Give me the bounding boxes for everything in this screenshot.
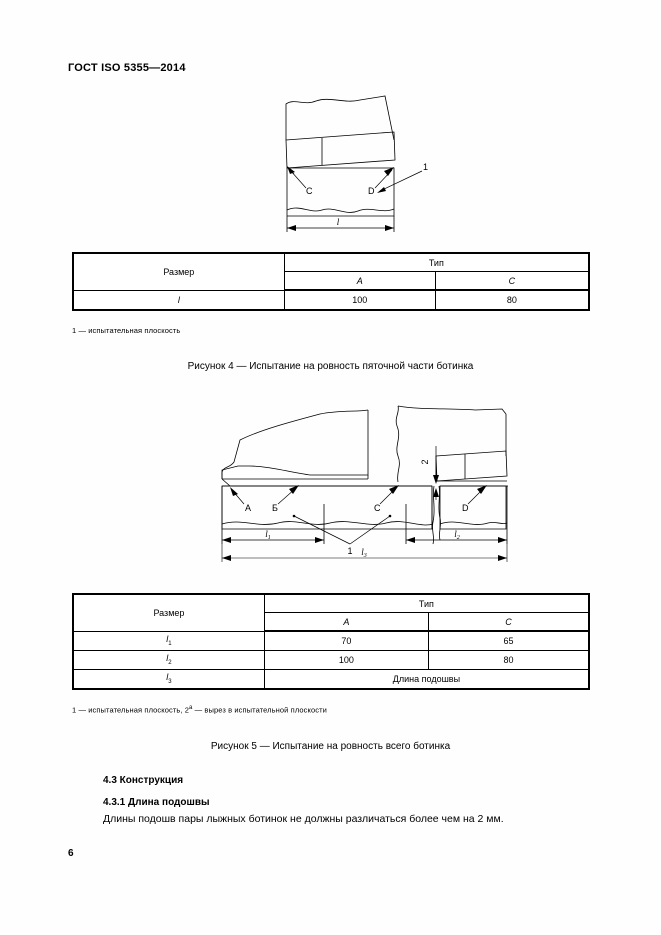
page-header: ГОСТ ISO 5355—2014	[68, 62, 186, 74]
header-type-c: C	[434, 271, 590, 291]
svg-text:D: D	[462, 503, 469, 513]
figure-5-note: 1 — испытательная плоскость, 2a — вырез …	[72, 705, 327, 715]
section-heading-4-3-1: 4.3.1 Длина подошвы	[103, 797, 210, 808]
cell-type-c: 80	[434, 289, 590, 311]
header-type-c: C	[427, 612, 590, 632]
figure-5-caption: Рисунок 5 — Испытание на ровность всего …	[210, 741, 451, 752]
section-body-text: Длины подошв пары лыжных ботинок не долж…	[103, 813, 504, 825]
cell-size: l3	[71, 668, 265, 690]
figure-5-note-main: 1 — испытательная плоскость, 2	[72, 705, 190, 715]
svg-text:Б: Б	[272, 503, 278, 513]
cell-type-a: 100	[263, 649, 429, 670]
cell-type-a: 70	[263, 630, 429, 651]
cell-size: l2	[71, 649, 265, 670]
svg-text:C: C	[374, 503, 381, 513]
svg-text:1: 1	[347, 546, 352, 556]
svg-text:l1: l1	[265, 529, 271, 541]
cell-type-a: 100	[283, 289, 436, 311]
table-row: l2 100 80	[71, 649, 590, 670]
svg-text:1: 1	[423, 162, 428, 172]
header-size: Размер	[71, 252, 285, 291]
figure-5-drawing: 2 A Б C D 1	[200, 404, 510, 569]
table-figure5: Размер Тип A C l1 70 65 l2 100 80	[71, 593, 590, 690]
section-heading-4-3: 4.3 Конструкция	[103, 775, 184, 786]
table-row: l1 70 65	[71, 630, 590, 651]
svg-text:l2: l2	[454, 529, 460, 541]
header-type-a: A	[283, 271, 436, 291]
figure-4-note: 1 — испытательная плоскость	[72, 326, 181, 335]
header-size: Размер	[71, 593, 265, 632]
table-row-subheader: A C	[73, 612, 590, 632]
header-type: Тип	[263, 593, 590, 613]
table-figure4: Размер Тип A C l 100 80	[71, 252, 590, 311]
figure-5-note-superscript: a	[189, 705, 193, 711]
table-row-header: Размер Тип	[71, 593, 590, 632]
cell-span-value: Длина подошвы	[263, 668, 590, 690]
header-type: Тип	[283, 252, 590, 272]
header-type-a: A	[263, 612, 429, 632]
svg-text:A: A	[245, 503, 251, 513]
svg-text:C: C	[306, 186, 313, 196]
table-row-span: l3 Длина подошвы	[71, 668, 590, 690]
page-number: 6	[68, 848, 74, 859]
table-row-header: Размер Тип	[71, 252, 590, 291]
svg-text:l: l	[337, 217, 340, 227]
cell-size: l1	[71, 630, 265, 651]
cell-type-c: 80	[427, 649, 590, 670]
table-row: l 100 80	[71, 289, 590, 311]
svg-text:D: D	[368, 186, 375, 196]
table-row-subheader: A C	[73, 271, 590, 291]
svg-text:l3: l3	[361, 547, 367, 559]
svg-text:2: 2	[420, 459, 430, 464]
cell-type-c: 65	[427, 630, 590, 651]
cell-size: l	[71, 289, 285, 311]
figure-4-caption: Рисунок 4 — Испытание на ровность пяточн…	[187, 361, 474, 372]
figure-4-drawing: C D 1 l	[270, 92, 460, 242]
figure-5-note-tail: — вырез в испытательной плоскости	[192, 705, 327, 715]
